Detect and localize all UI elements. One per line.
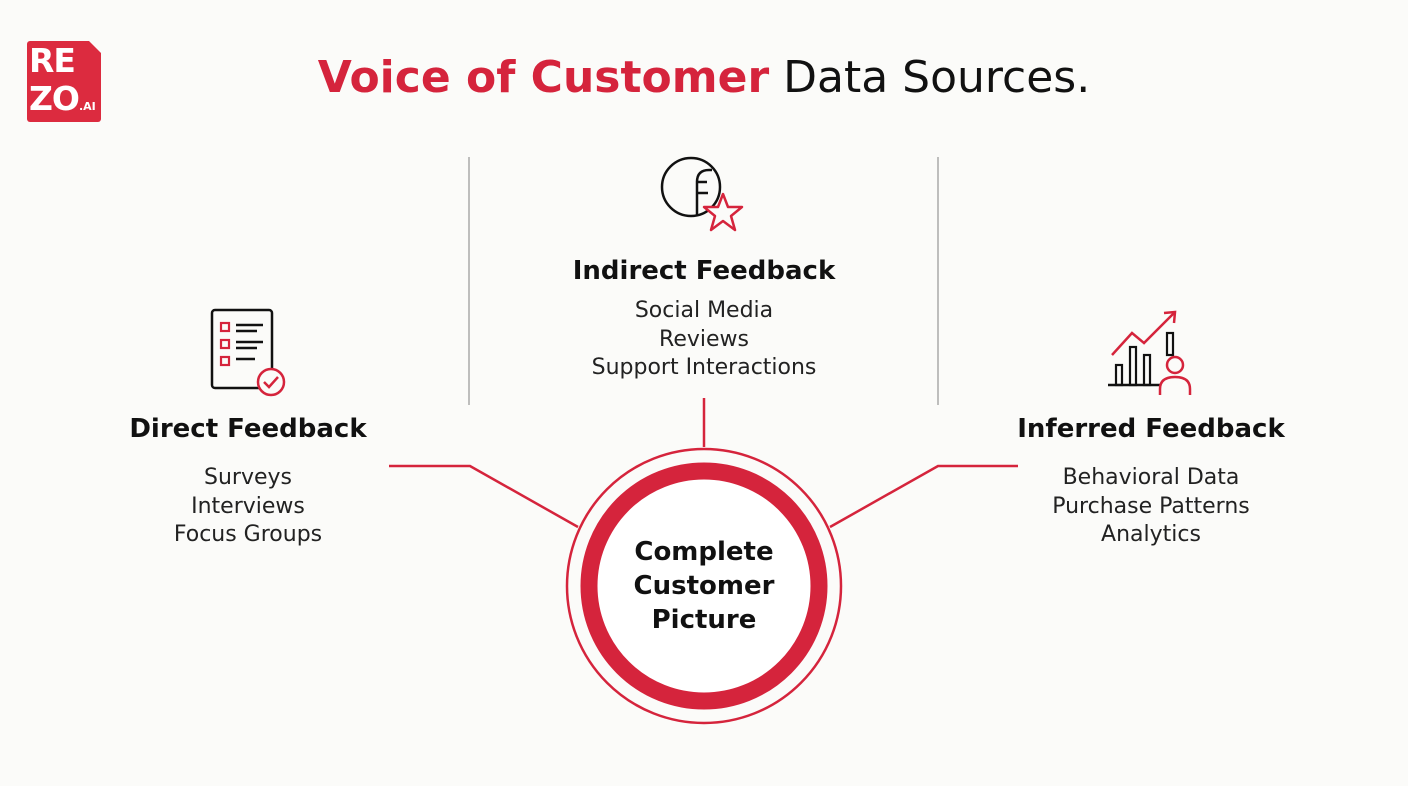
page-title: Voice of Customer Data Sources. xyxy=(0,50,1408,106)
inferred-feedback-list: Behavioral Data Purchase Patterns Analyt… xyxy=(1001,464,1301,550)
title-rest: Data Sources. xyxy=(769,52,1091,103)
direct-feedback-list: Surveys Interviews Focus Groups xyxy=(98,464,398,550)
checklist-icon xyxy=(210,308,286,397)
inferred-feedback-heading: Inferred Feedback xyxy=(1017,414,1285,444)
list-item: Social Media xyxy=(634,298,774,323)
center-line-2: Customer xyxy=(633,571,775,601)
list-item: Support Interactions xyxy=(591,355,817,380)
facebook-star-icon xyxy=(660,156,744,232)
list-item: Focus Groups xyxy=(173,522,323,547)
logo-line-2-text: ZO xyxy=(29,79,80,118)
list-item: Purchase Patterns xyxy=(1052,493,1250,519)
list-item: Reviews xyxy=(659,326,749,352)
rezo-logo: RE ZO.AI xyxy=(27,40,102,125)
connector-right xyxy=(829,464,1018,529)
logo-notch xyxy=(88,40,102,54)
list-item: Interviews xyxy=(191,493,305,519)
direct-feedback-heading: Direct Feedback xyxy=(129,414,367,444)
title-accent: Voice of Customer xyxy=(317,52,770,103)
center-inner-ring xyxy=(580,462,828,710)
list-item: Surveys xyxy=(204,465,292,490)
center-line-1: Complete xyxy=(634,537,774,567)
indirect-feedback-heading: Indirect Feedback xyxy=(572,256,836,286)
logo-line-1: RE xyxy=(29,41,76,80)
indirect-feedback-list: Social Media Reviews Support Interaction… xyxy=(554,297,854,383)
center-outer-ring xyxy=(565,447,843,725)
center-line-3: Picture xyxy=(651,605,757,635)
list-item: Analytics xyxy=(1101,522,1201,547)
connector-left xyxy=(389,464,579,529)
list-item: Behavioral Data xyxy=(1062,465,1240,490)
analytics-person-icon xyxy=(1108,310,1192,395)
logo-suffix: .AI xyxy=(78,100,96,113)
logo-line-2: ZO.AI xyxy=(29,81,96,125)
center-label: Complete Customer Picture xyxy=(600,535,808,637)
